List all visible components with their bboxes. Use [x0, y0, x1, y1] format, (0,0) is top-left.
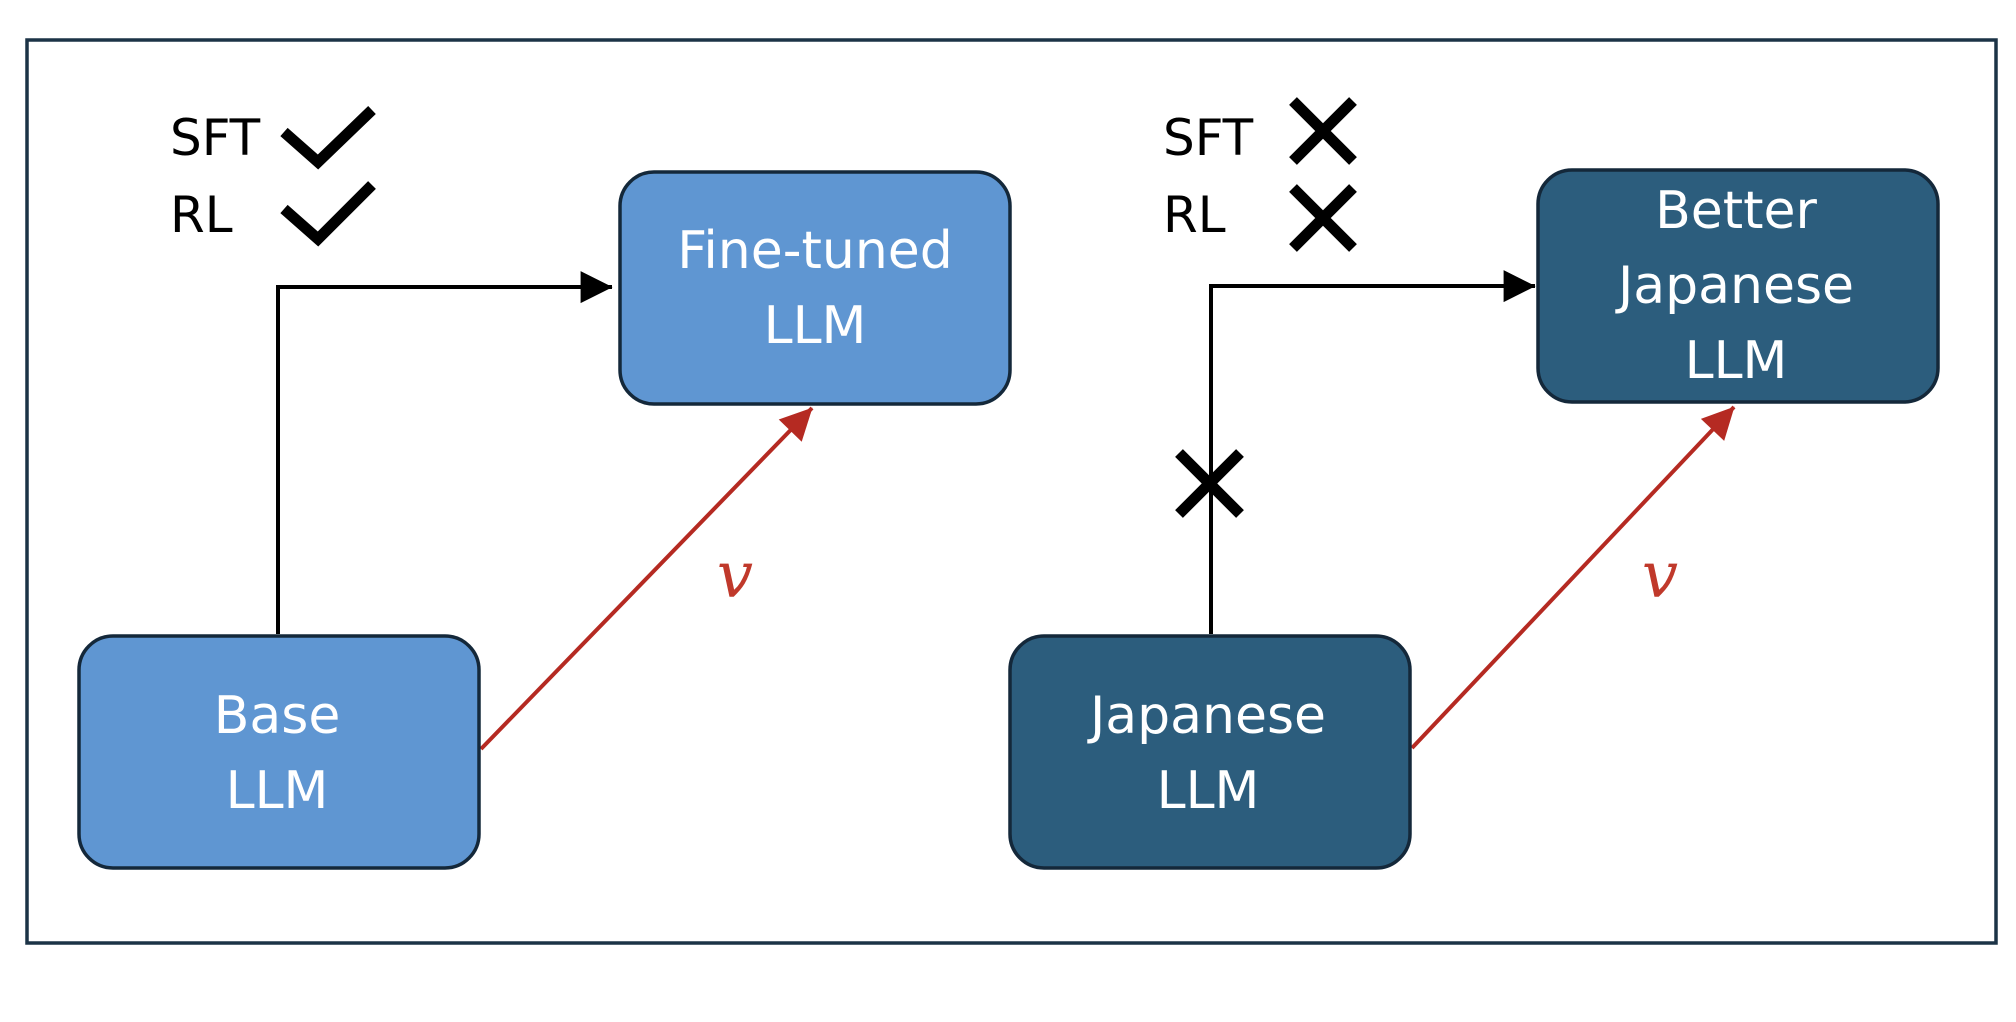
base-llm-label-line1: Base	[214, 686, 341, 746]
task-vector-arrow	[1410, 405, 1736, 750]
right-rl-label: RL	[1163, 186, 1226, 244]
japanese-llm-box: Japanese LLM	[1008, 634, 1412, 870]
cross-icon	[1175, 449, 1244, 518]
sft-rl-arrow	[276, 271, 613, 634]
base-llm-box: Base LLM	[77, 634, 481, 870]
right-panel: SFT RL v Japanese LLM Better Japanese LL…	[1008, 97, 1940, 870]
better-japanese-llm-box: Better Japanese LLM	[1536, 168, 1940, 404]
task-vector-label: v	[717, 539, 753, 613]
japanese-llm-label-line2: LLM	[1157, 761, 1260, 821]
fine-tuned-llm-label-line1: Fine-tuned	[677, 221, 953, 281]
fine-tuned-llm-label-line2: LLM	[764, 296, 867, 356]
left-rl-label: RL	[170, 186, 233, 244]
cross-icon	[1289, 184, 1357, 252]
left-panel: SFT RL v Base LLM Fine-tuned LLM	[77, 106, 1012, 870]
left-sft-label: SFT	[170, 109, 261, 167]
better-japanese-llm-label-line2: Japanese	[1615, 256, 1854, 316]
check-icon	[280, 106, 376, 170]
base-llm-label-line2: LLM	[226, 761, 329, 821]
cross-icon	[1289, 97, 1357, 165]
sft-rl-arrow-blocked	[1209, 270, 1536, 634]
right-sft-label: SFT	[1163, 109, 1254, 167]
better-japanese-llm-label-line1: Better	[1655, 181, 1817, 241]
task-vector-arrow	[479, 406, 814, 751]
fine-tuned-llm-box: Fine-tuned LLM	[618, 170, 1012, 406]
better-japanese-llm-label-line3: LLM	[1685, 331, 1788, 391]
check-icon	[280, 181, 376, 247]
japanese-llm-label-line1: Japanese	[1087, 686, 1326, 746]
task-vector-label: v	[1642, 539, 1678, 613]
